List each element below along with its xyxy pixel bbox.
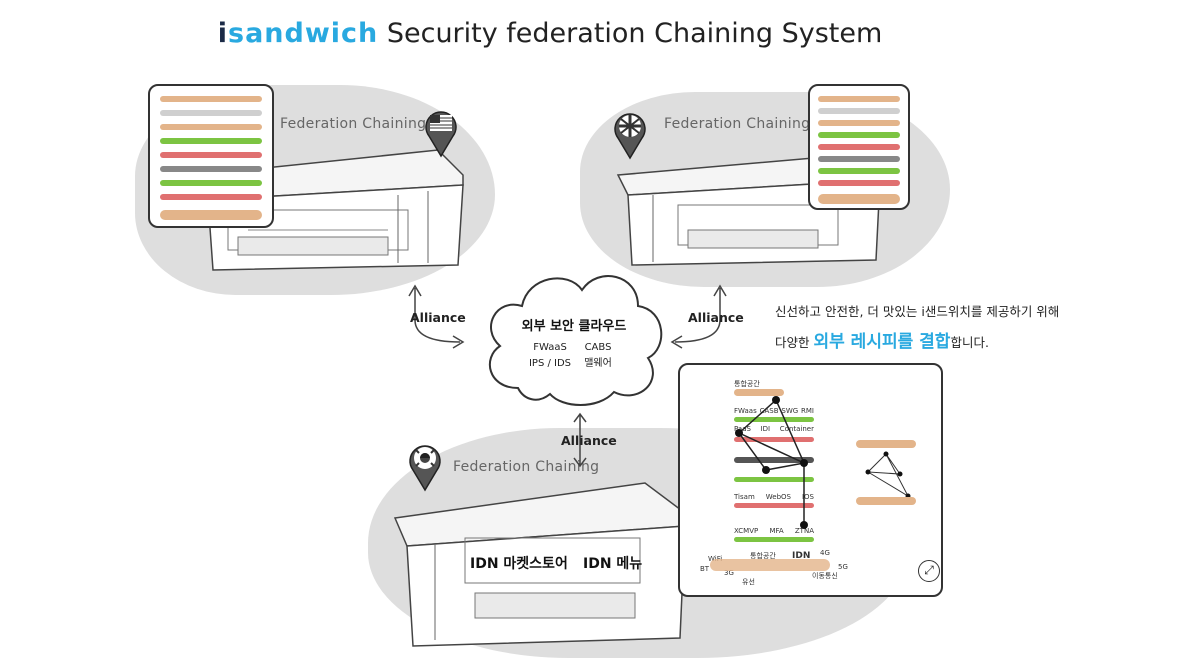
external-security-cloud bbox=[488, 275, 663, 406]
usa-flag-icon bbox=[425, 111, 457, 158]
lettuce-layer-3 bbox=[734, 537, 814, 542]
korea-flag-icon bbox=[409, 445, 441, 492]
brand-name: isandwich bbox=[217, 18, 379, 49]
onion-layer bbox=[734, 503, 814, 508]
cloud-item-ips-ids: IPS / IDS bbox=[528, 358, 572, 369]
alliance-arrow-left bbox=[408, 284, 465, 349]
cloud-content: 외부 보안 클라우드 FWaaS CABS IPS / IDS 맬웨어 bbox=[498, 315, 650, 372]
uk-flag-icon bbox=[614, 113, 646, 160]
alliance-arrow-right bbox=[670, 284, 727, 349]
chaining-graph-lines bbox=[735, 396, 808, 529]
lettuce-layer-2 bbox=[734, 477, 814, 482]
title-text: Security federation Chaining System bbox=[378, 18, 883, 49]
cloud-item-cabs: CABS bbox=[584, 342, 612, 353]
tomato-layer bbox=[734, 437, 814, 442]
bread-side-bottom bbox=[856, 497, 916, 505]
alliance-label-bottom: Alliance bbox=[561, 433, 617, 448]
description-highlight: 외부 레시피를 결합 bbox=[813, 332, 951, 352]
description: 신선하고 안전한, 더 맛있는 i샌드위치를 제공하기 위해 다양한 외부 레시… bbox=[775, 300, 1105, 355]
federation-label-uk: Federation Chaining bbox=[664, 116, 811, 132]
menu-sheet-usa bbox=[148, 84, 274, 228]
expand-icon[interactable]: ⤢ bbox=[918, 560, 940, 582]
store-sign-menu: IDN 메뉴 bbox=[583, 556, 643, 572]
bread-side-top bbox=[856, 440, 916, 448]
bread-bottom bbox=[710, 559, 830, 571]
cloud-items: FWaaS CABS IPS / IDS 맬웨어 bbox=[498, 340, 650, 372]
alliance-label-left: Alliance bbox=[410, 310, 466, 325]
description-line-2: 다양한 외부 레시피를 결합합니다. bbox=[775, 332, 989, 352]
big-sheet-header: 통합공간 bbox=[734, 380, 760, 388]
alliance-label-right: Alliance bbox=[688, 310, 744, 325]
meat-layer bbox=[734, 457, 814, 463]
store-korea bbox=[393, 482, 686, 647]
page-title: isandwich Security federation Chaining S… bbox=[0, 18, 1100, 49]
bread-top bbox=[734, 389, 784, 396]
federation-label-usa: Federation Chaining bbox=[280, 116, 427, 132]
federation-label-korea: Federation Chaining bbox=[453, 459, 600, 475]
menu-sheet-uk bbox=[808, 84, 910, 210]
lettuce-layer-1 bbox=[734, 417, 814, 422]
description-line-1: 신선하고 안전한, 더 맛있는 i샌드위치를 제공하기 위해 bbox=[775, 304, 1060, 319]
alliance-arrow-bottom bbox=[573, 412, 587, 468]
mini-chaining-graph bbox=[865, 451, 911, 499]
cloud-title: 외부 보안 클라우드 bbox=[521, 319, 627, 334]
cloud-item-malware: 맬웨어 bbox=[584, 358, 612, 369]
store-sign-market: IDN 마켓스토어 bbox=[470, 556, 568, 572]
cloud-item-fwaas: FWaaS bbox=[533, 342, 567, 353]
